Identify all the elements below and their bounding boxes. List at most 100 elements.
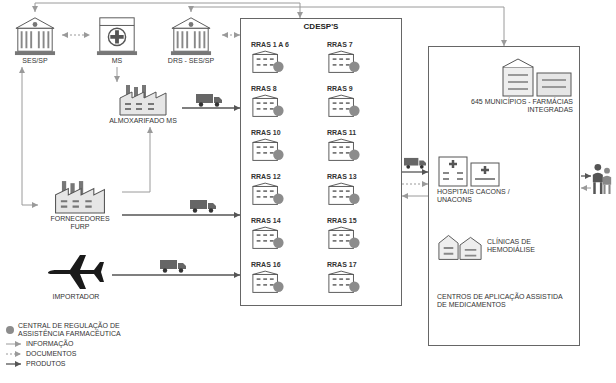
node-box: ALMOXARIFADO MS <box>104 82 182 127</box>
truck-icon <box>160 260 186 273</box>
connector <box>117 67 118 82</box>
hosp-icon <box>437 149 501 187</box>
rras-icon <box>251 138 285 162</box>
connector <box>402 171 428 172</box>
legend-sample <box>6 351 22 357</box>
rras-node: RRAS 15 <box>325 215 395 252</box>
rras-icon <box>327 226 361 250</box>
legend-label: INFORMAÇÃO <box>26 340 73 348</box>
rras-symbol <box>329 271 360 292</box>
legend-line <box>6 354 21 355</box>
node-box: FORNECEDORES FURP <box>38 178 122 233</box>
node-box: HOSPITAIS CACONS / UNACONS <box>435 147 519 206</box>
factory-symbol <box>56 181 105 213</box>
node-label: RRAS 1 A 6 <box>251 41 289 49</box>
hosp-symbol <box>439 157 499 186</box>
legend-sample <box>6 361 22 367</box>
plane-symbol <box>48 255 104 289</box>
node-label: CLÍNICAS DE HEMODIÁLISE <box>487 238 573 254</box>
connector <box>35 3 300 18</box>
node-box: SES/SP <box>8 12 62 67</box>
patients-icon <box>593 164 611 194</box>
rras-node: RRAS 17 <box>325 259 395 296</box>
legend-line <box>6 344 21 345</box>
rras-node: RRAS 14 <box>249 215 319 252</box>
rras-icon <box>251 226 285 250</box>
connector <box>122 127 150 192</box>
legend-row: INFORMAÇÃO <box>6 340 138 348</box>
node-label: RRAS 13 <box>327 173 357 181</box>
connector <box>112 274 240 275</box>
connector <box>222 35 240 36</box>
node-label: RRAS 16 <box>251 261 281 269</box>
node-label: CENTROS DE APLICAÇÃO ASSISTIDA DE MEDICA… <box>437 293 573 309</box>
node-label: MS <box>112 57 123 65</box>
node-label: IMPORTADOR <box>53 293 100 301</box>
rras-icon <box>327 182 361 206</box>
legend-label: CENTRAL DE REGULAÇÃO DE ASSISTÊNCIA FARM… <box>18 322 138 338</box>
node-label: RRAS 7 <box>327 41 353 49</box>
delivery-arrow <box>581 175 591 176</box>
rras-node: RRAS 16 <box>249 259 319 296</box>
rras-node: RRAS 11 <box>325 127 395 164</box>
connector <box>402 184 428 185</box>
node-label: RRAS 8 <box>251 85 277 93</box>
rras-icon <box>251 94 285 118</box>
rras-icon <box>327 50 361 74</box>
rras-symbol <box>329 139 360 160</box>
rras-icon <box>327 138 361 162</box>
node-box: CLÍNICAS DE HEMODIÁLISE <box>435 229 575 263</box>
rras-node: RRAS 12 <box>249 171 319 208</box>
node-label: FORNECEDORES FURP <box>40 215 120 231</box>
rras-node: RRAS 10 <box>249 127 319 164</box>
node-label: RRAS 10 <box>251 129 281 137</box>
rras-icon <box>251 270 285 294</box>
factory-symbol <box>120 85 166 115</box>
ms-symbol <box>97 18 137 55</box>
rras-symbol <box>329 227 360 248</box>
legend-line <box>6 364 21 365</box>
container-box: CDESP'S RRAS 1 A 6 RRAS 7 RRAS 8 RRAS 9 RRAS … <box>240 18 402 306</box>
connector <box>402 196 428 197</box>
plane-icon <box>46 252 106 292</box>
clinic-icon <box>437 231 483 261</box>
legend-label: DOCUMENTOS <box>26 350 76 358</box>
legend-label: PRODUTOS <box>26 360 66 368</box>
connector <box>122 214 240 215</box>
rras-node: RRAS 8 <box>249 83 319 120</box>
container-title: CDESP'S <box>241 19 401 31</box>
rras-symbol <box>329 95 360 116</box>
information-arrow <box>581 188 591 189</box>
legend: CENTRAL DE REGULAÇÃO DE ASSISTÊNCIA FARM… <box>6 322 138 370</box>
rras-symbol <box>253 227 284 248</box>
connector <box>182 107 240 108</box>
node-box: IMPORTADOR <box>40 250 112 303</box>
truck-icon <box>190 200 216 213</box>
node-label: RRAS 17 <box>327 261 357 269</box>
container-box: 645 MUNICÍPIOS - FARMÁCIAS INTEGRADASHOS… <box>428 46 580 346</box>
connector <box>62 35 90 36</box>
node-label: RRAS 11 <box>327 129 356 137</box>
connector <box>22 67 38 205</box>
node-label: SES/SP <box>22 57 47 65</box>
mun-symbol <box>503 59 571 96</box>
rras-icon <box>327 94 361 118</box>
node-label: RRAS 14 <box>251 217 281 225</box>
node-box: DRS - SES/SP <box>160 12 222 67</box>
truck-icon <box>404 158 426 169</box>
ms-icon <box>94 14 140 56</box>
rras-icon <box>251 182 285 206</box>
node-label: RRAS 15 <box>327 217 357 225</box>
gov-symbol <box>171 18 211 55</box>
node-label: HOSPITAIS CACONS / UNACONS <box>437 188 517 204</box>
gov-icon <box>12 14 58 56</box>
rras-icon <box>327 270 361 294</box>
rras-node: RRAS 9 <box>325 83 395 120</box>
node-box: CENTROS DE APLICAÇÃO ASSISTIDA DE MEDICA… <box>435 291 575 311</box>
gov-icon <box>168 14 214 56</box>
rras-symbol <box>253 183 284 204</box>
rras-node: RRAS 1 A 6 <box>249 39 319 76</box>
clinic-symbol <box>439 235 481 259</box>
truck-icon <box>196 94 222 107</box>
